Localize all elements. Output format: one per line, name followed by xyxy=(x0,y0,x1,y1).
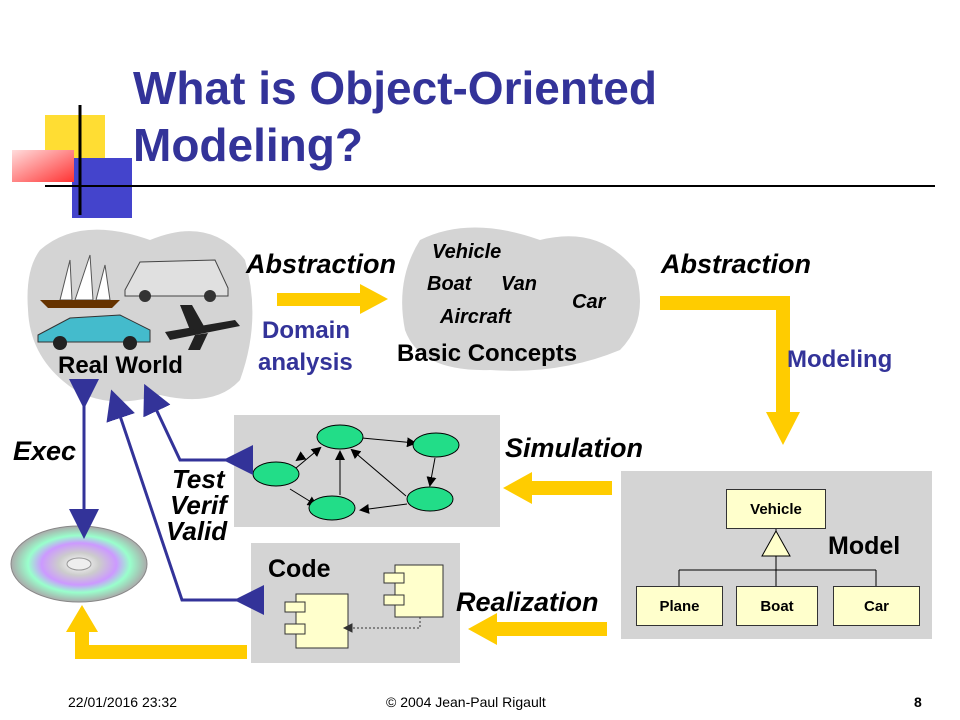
code-label: Code xyxy=(268,555,331,583)
uml-class-car: Car xyxy=(833,586,920,626)
footer-date: 22/01/2016 23:32 xyxy=(68,694,177,710)
cd-disc-icon xyxy=(10,525,148,603)
simulation-label: Simulation xyxy=(505,433,644,463)
graph-node xyxy=(406,486,454,512)
arrow-to-exec xyxy=(66,605,247,659)
graph-node xyxy=(308,495,356,521)
test-label: Test xyxy=(172,464,225,494)
basic-concepts-label: Basic Concepts xyxy=(397,340,578,367)
real-world-label: Real World xyxy=(58,352,183,379)
page-title: What is Object-Oriented Modeling? xyxy=(133,60,933,174)
modeling-label: Modeling xyxy=(787,346,893,373)
arrow-abstraction xyxy=(277,284,388,314)
exec-label: Exec xyxy=(13,436,77,466)
verif-label: Verif xyxy=(170,492,227,518)
graph-node xyxy=(412,432,460,458)
concept-boat: Boat xyxy=(427,273,472,295)
uml-class-boat: Boat xyxy=(736,586,818,626)
sailboat-icon xyxy=(40,254,120,308)
abstraction-right-label: Abstraction xyxy=(661,249,812,279)
uml-class-plane: Plane xyxy=(636,586,723,626)
blue-arrows xyxy=(69,379,264,615)
code-components xyxy=(284,564,444,649)
car-icon xyxy=(37,314,151,350)
domain-label: Domain xyxy=(262,317,351,344)
van-icon xyxy=(124,259,229,302)
footer-page-number: 8 xyxy=(914,694,922,710)
analysis-label: analysis xyxy=(258,349,353,376)
title-line-2: Modeling? xyxy=(133,119,363,171)
valid-label: Valid xyxy=(166,518,228,544)
title-line-1: What is Object-Oriented xyxy=(133,62,657,114)
uml-class-vehicle: Vehicle xyxy=(726,489,826,529)
uml-inheritance xyxy=(678,529,877,586)
simulation-graph xyxy=(252,424,460,521)
model-label: Model xyxy=(828,532,901,560)
concept-car: Car xyxy=(572,291,606,313)
arrow-realization xyxy=(468,613,607,645)
footer-copyright: © 2004 Jean-Paul Rigault xyxy=(386,694,546,710)
arrow-simulation xyxy=(503,472,612,504)
decorative-squares xyxy=(12,105,935,218)
graph-node xyxy=(252,461,300,487)
arrow-modeling xyxy=(660,296,800,445)
basic-concepts-cloud xyxy=(402,227,640,371)
concept-van: Van xyxy=(501,273,537,295)
concept-vehicle: Vehicle xyxy=(432,241,502,263)
concept-aircraft: Aircraft xyxy=(440,306,512,328)
aircraft-icon xyxy=(165,305,240,350)
abstraction-left-label: Abstraction xyxy=(246,249,397,279)
graph-node xyxy=(316,424,364,450)
realization-label: Realization xyxy=(456,587,599,617)
